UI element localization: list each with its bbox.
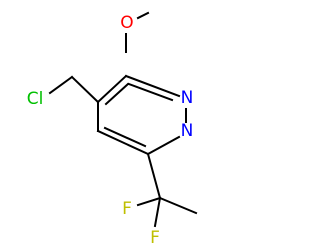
- bond-n1-c6: [146, 135, 181, 156]
- bond-c4-ch2: [70, 75, 100, 104]
- bonds: [48, 11, 198, 228]
- bond-c4-c3: [96, 74, 128, 104]
- bond-methyl-oxygen: [136, 11, 150, 20]
- atom-chlorine: Cl: [27, 89, 44, 109]
- atom-fluorine-1: F: [122, 199, 132, 219]
- atom-nitrogen-2: N: [181, 121, 194, 141]
- atom-labels: O N N Cl F F: [27, 13, 194, 248]
- atom-oxygen: O: [120, 13, 133, 33]
- bond-c4-c3-inner: [104, 82, 130, 106]
- bond-cf2-f2: [153, 196, 162, 228]
- molecule-structure-diagram: O N N Cl F F: [26, 11, 198, 248]
- bond-cf2-f1: [136, 196, 162, 207]
- bond-ch2-cl: [48, 75, 74, 95]
- atom-nitrogen-1: N: [181, 88, 194, 108]
- atom-fluorine-2: F: [150, 228, 160, 248]
- bond-c3-n2-inner: [127, 82, 174, 102]
- bond-c6-cf2: [146, 152, 162, 200]
- molecule-svg: O N N Cl F F: [27, 11, 198, 248]
- bond-c6-c5: [96, 129, 150, 156]
- bond-cf2-methyl: [158, 196, 198, 215]
- bond-c6-c5-inner: [103, 126, 147, 148]
- bond-c3-n2: [124, 74, 181, 98]
